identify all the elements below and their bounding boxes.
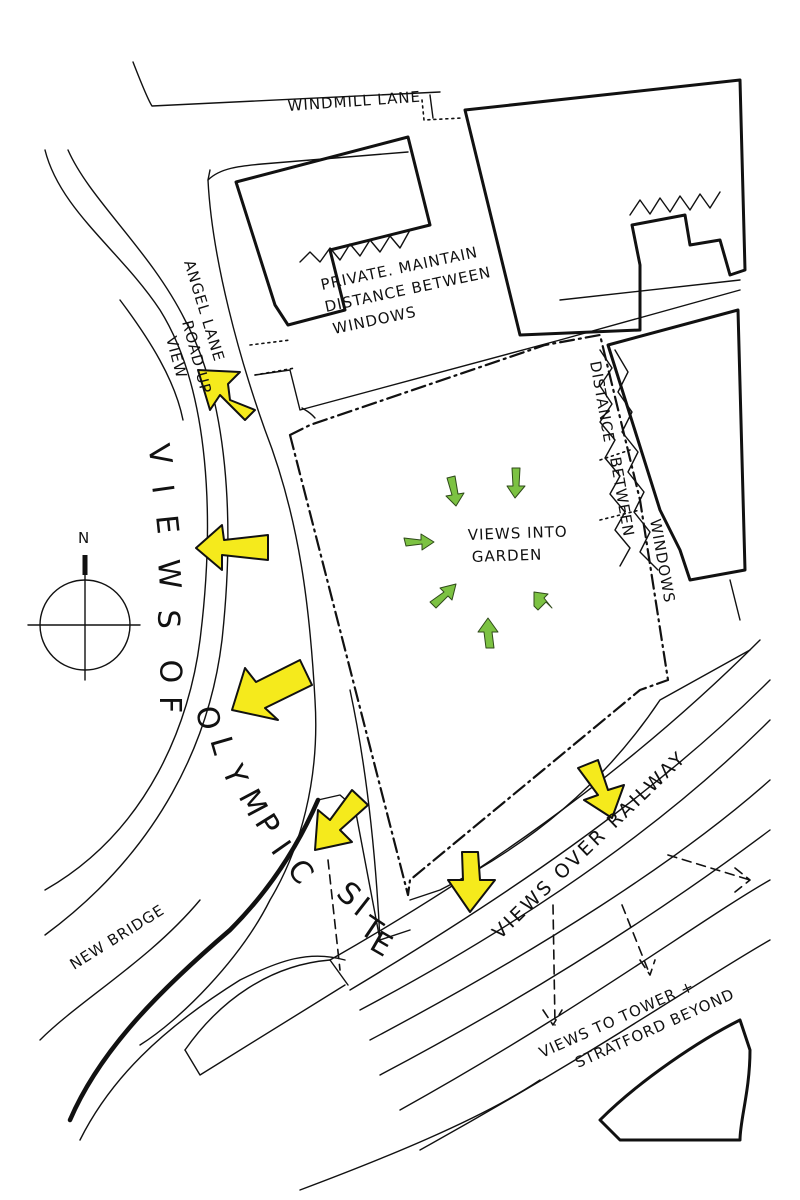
svg-text:E: E xyxy=(148,513,185,538)
site-boundary xyxy=(288,333,670,897)
distance-label-3: WINDOWS xyxy=(646,518,679,605)
svg-text:L: L xyxy=(202,733,241,761)
view-arrow-icon xyxy=(577,759,625,819)
svg-text:S: S xyxy=(150,609,186,631)
building-north-east xyxy=(463,78,747,337)
svg-text:F: F xyxy=(152,696,187,715)
garden-view-arrow-icon xyxy=(506,467,526,499)
green-garden-arrows xyxy=(403,467,553,649)
view-arrow-icon xyxy=(447,851,496,913)
new-bridge-label: NEW BRIDGE xyxy=(67,901,168,974)
building-east xyxy=(606,308,747,582)
buildings xyxy=(234,78,752,1142)
view-arrow-icon xyxy=(314,789,369,851)
garden-view-arrow-icon xyxy=(533,591,553,611)
garden-view-arrow-icon xyxy=(403,533,435,551)
garden-view-arrow-icon xyxy=(477,617,499,649)
window-zigzags xyxy=(299,191,721,571)
svg-text:Y: Y xyxy=(214,759,254,792)
svg-text:O: O xyxy=(152,659,188,686)
svg-text:V: V xyxy=(140,441,178,469)
svg-text:W: W xyxy=(150,558,187,592)
road-lines xyxy=(39,61,771,1191)
distance-label-1: DISTANCE xyxy=(586,360,618,445)
north-label: N xyxy=(78,529,90,547)
view-arrow-icon xyxy=(231,659,313,721)
building-north-west xyxy=(234,135,432,327)
svg-text:O: O xyxy=(188,703,227,734)
garden-label-2: GARDEN xyxy=(472,546,543,566)
view-arrow-icon xyxy=(195,524,269,571)
garden-label-1: VIEWS INTO xyxy=(468,523,568,544)
building-south-east xyxy=(598,1018,752,1142)
yellow-view-arrows xyxy=(195,369,625,913)
svg-text:I: I xyxy=(144,482,180,498)
compass-icon: N xyxy=(27,529,141,681)
garden-view-arrow-icon xyxy=(429,583,457,609)
view-arrow-icon xyxy=(197,369,256,421)
views-of-olympic-site-label: V I E W S O F O L Y M P I C S I T E xyxy=(140,441,400,965)
windmill-lane-label: WINDMILL LANE xyxy=(287,88,421,115)
garden-view-arrow-icon xyxy=(445,475,465,507)
